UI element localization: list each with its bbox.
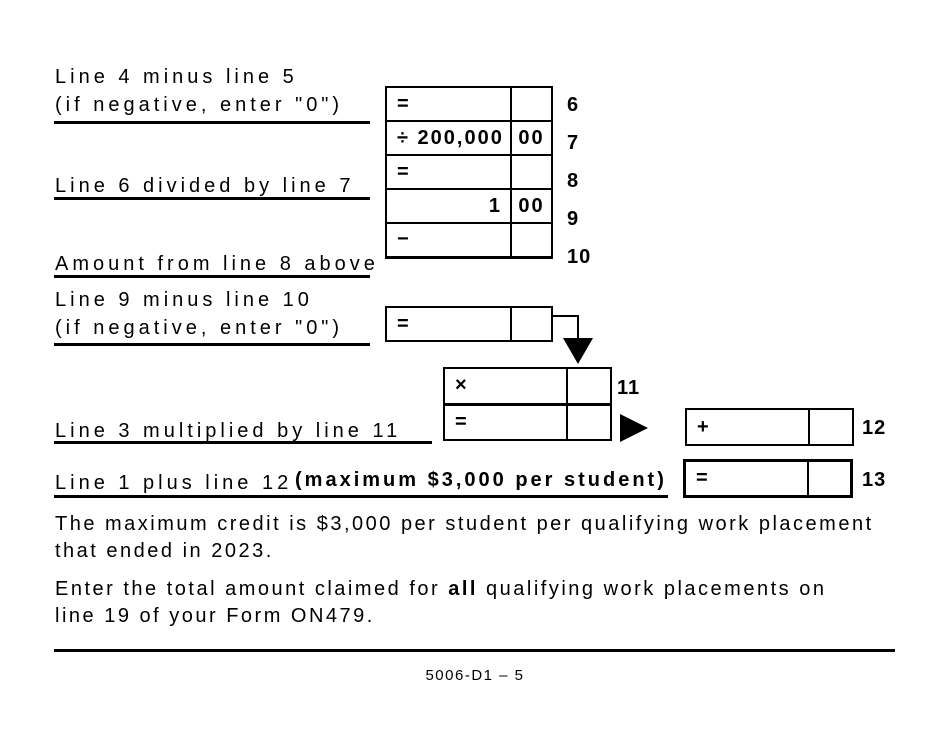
table-row: ×	[443, 367, 612, 406]
calc-box-line-12: +	[685, 408, 854, 446]
label-line9-minus-10-text-2: (if negative, enter "0")	[55, 317, 344, 339]
label-line-6-text-1: Line 4 minus line 5	[55, 66, 298, 88]
line13-amount-field[interactable]: =	[683, 459, 809, 498]
connector-line-horizontal	[553, 315, 579, 317]
connector-line-vertical	[577, 315, 579, 340]
max-credit-paragraph-line-1: The maximum credit is $3,000 per student…	[55, 513, 874, 535]
line12-amount-field[interactable]: +	[685, 408, 810, 446]
label-line-10: Amount from line 8 above	[55, 250, 379, 278]
line11-amount-field[interactable]: ×	[443, 367, 568, 406]
label-line-12-text: Line 3 multiplied by line 11	[55, 420, 402, 442]
right-arrow-icon	[620, 414, 648, 442]
label-underline	[54, 495, 668, 498]
line-number-9: 9	[567, 208, 580, 230]
table-row: =	[385, 306, 553, 342]
label-line-12: Line 3 multiplied by line 11	[55, 417, 401, 445]
enter-total-suffix: qualifying work placements on	[477, 578, 827, 600]
table-row: =	[443, 403, 612, 441]
product-amount-field[interactable]: =	[443, 403, 568, 441]
label-underline	[54, 343, 370, 346]
table-row: =	[683, 459, 853, 498]
line11-cents-field[interactable]	[566, 367, 612, 406]
line-number-12: 12	[862, 417, 887, 439]
line8-amount-field[interactable]: =	[385, 154, 512, 190]
enter-total-bold-word: all	[448, 578, 478, 600]
line12-cents-field[interactable]	[808, 408, 854, 446]
table-row: −	[385, 222, 553, 259]
table-row: =	[385, 154, 553, 190]
table-row: ÷ 200,000 00	[385, 120, 553, 156]
line-number-11: 11	[617, 377, 641, 399]
enter-total-paragraph-line-1: Enter the total amount claimed for all q…	[55, 576, 826, 603]
maximum-note: (maximum $3,000 per student)	[295, 469, 667, 491]
line-number-8: 8	[567, 170, 580, 192]
line6-amount-field[interactable]: =	[385, 86, 512, 122]
label-underline	[54, 275, 370, 278]
table-row: 1 00	[385, 188, 553, 224]
calc-intermediate-box: =	[385, 306, 553, 342]
line-number-7: 7	[567, 132, 580, 154]
label-line9-minus-10: Line 9 minus line 10 (if negative, enter…	[55, 286, 343, 342]
line-number-6: 6	[567, 94, 580, 116]
table-row: =	[385, 86, 553, 122]
line13-cents-field[interactable]	[806, 459, 853, 498]
max-credit-paragraph: The maximum credit is $3,000 per student…	[55, 511, 874, 565]
max-credit-paragraph-line-2: that ended in 2023.	[55, 540, 274, 562]
label-underline	[54, 121, 370, 124]
label-line-8-text: Line 6 divided by line 7	[55, 175, 355, 197]
label-line-13-text: Line 1 plus line 12	[55, 472, 293, 494]
enter-total-paragraph-line-2: line 19 of your Form ON479.	[55, 605, 375, 627]
calc-block-line-11: × =	[443, 367, 612, 441]
label-underline	[54, 197, 370, 200]
label-line-6: Line 4 minus line 5 (if negative, enter …	[55, 63, 343, 119]
line6-cents-field[interactable]	[510, 86, 553, 122]
footer-rule	[54, 649, 895, 652]
enter-total-prefix: Enter the total amount claimed for	[55, 578, 449, 600]
label-line-10-text: Amount from line 8 above	[55, 253, 379, 275]
enter-total-paragraph: Enter the total amount claimed for all q…	[55, 576, 826, 630]
label-line-6-text-2: (if negative, enter "0")	[55, 94, 344, 116]
label-line-8: Line 6 divided by line 7	[55, 172, 354, 200]
line9-cents-value: 00	[510, 188, 553, 224]
page-number: 5006-D1 – 5	[425, 667, 525, 684]
calc-block-lines-6-10: = ÷ 200,000 00 = 1 00 −	[385, 86, 553, 259]
table-row: +	[685, 408, 854, 446]
line10-cents-field[interactable]	[510, 222, 553, 259]
label-line9-minus-10-text-1: Line 9 minus line 10	[55, 289, 313, 311]
calc-box-line-13: =	[683, 459, 853, 498]
intermediate-amount-field[interactable]: =	[385, 306, 512, 342]
down-arrow-icon	[563, 338, 593, 364]
line7-divisor-value: ÷ 200,000	[385, 120, 512, 156]
line-number-10: 10	[567, 246, 592, 268]
intermediate-cents-field[interactable]	[510, 306, 553, 342]
line7-cents-value: 00	[510, 120, 553, 156]
line8-cents-field[interactable]	[510, 154, 553, 190]
label-line-13: Line 1 plus line 12	[55, 469, 292, 497]
product-cents-field[interactable]	[566, 403, 612, 441]
label-underline	[54, 441, 432, 444]
line10-amount-field[interactable]: −	[385, 222, 512, 259]
line-number-13: 13	[862, 469, 887, 491]
line9-value: 1	[385, 188, 512, 224]
